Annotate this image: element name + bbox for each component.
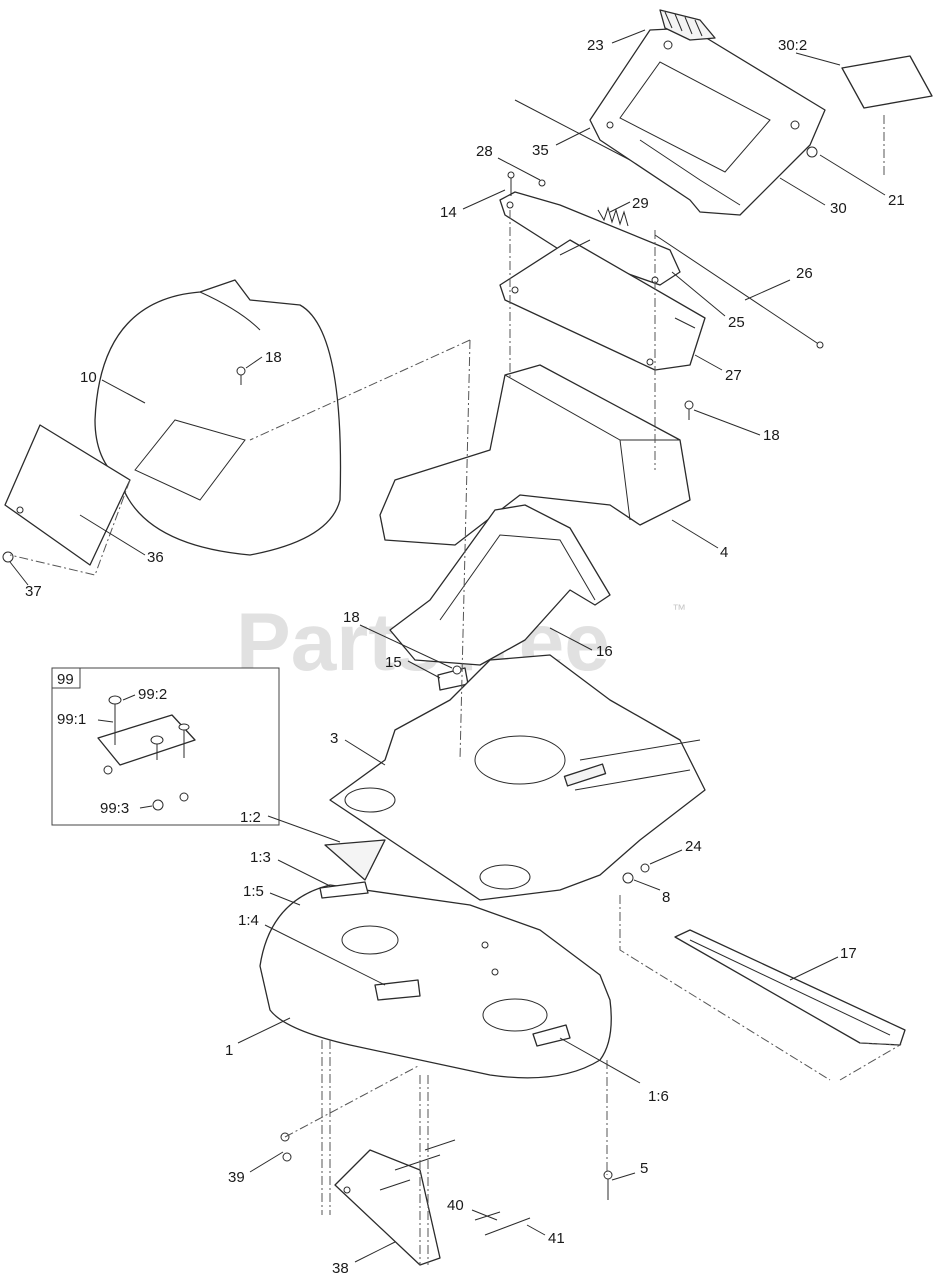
part-37-nut[interactable] — [2, 551, 14, 563]
callout-18-mid: 18 — [343, 609, 360, 626]
part-29-spring[interactable] — [597, 206, 629, 227]
callout-3: 3 — [330, 730, 338, 747]
callout-18-top: 18 — [265, 349, 282, 366]
callout-17: 17 — [840, 945, 857, 962]
callout-23: 23 — [587, 37, 604, 54]
part-26-rod[interactable] — [654, 234, 824, 349]
part-38-hardware — [379, 1139, 456, 1191]
part-3-chassis[interactable] — [329, 654, 706, 901]
part-10-rear-cover[interactable] — [94, 279, 342, 556]
callout-38: 38 — [332, 1260, 349, 1277]
callout-41: 41 — [548, 1230, 565, 1247]
part-1-deck[interactable] — [259, 884, 612, 1079]
part-18-bolt-top[interactable] — [236, 366, 246, 385]
part-16-frame[interactable] — [389, 504, 611, 666]
callout-26: 26 — [796, 265, 813, 282]
callout-1: 1 — [225, 1042, 233, 1059]
part-30-control-panel[interactable] — [589, 9, 826, 216]
part-41-bolt[interactable] — [484, 1217, 531, 1236]
callout-25: 25 — [728, 314, 745, 331]
callout-4: 4 — [720, 544, 728, 561]
callout-10: 10 — [80, 369, 97, 386]
callout-30-2: 30:2 — [778, 37, 807, 54]
part-1-2-chute[interactable] — [324, 839, 386, 881]
callout-99-3: 99:3 — [100, 800, 129, 817]
callout-18-right: 18 — [763, 427, 780, 444]
callout-39: 39 — [228, 1169, 245, 1186]
part-1-3-decal[interactable] — [319, 881, 369, 899]
part-18-bolt-right[interactable] — [684, 400, 694, 420]
part-30-2-decal[interactable] — [841, 55, 933, 109]
callout-37: 37 — [25, 583, 42, 600]
callout-36: 36 — [147, 549, 164, 566]
part-8-nut[interactable] — [622, 872, 634, 884]
callout-1-6: 1:6 — [648, 1088, 669, 1105]
part-15-clip[interactable] — [437, 665, 469, 691]
part-28-nut[interactable] — [538, 179, 546, 187]
assembly-lines — [9, 115, 902, 1265]
callout-35: 35 — [532, 142, 549, 159]
callout-1-5: 1:5 — [243, 883, 264, 900]
callout-5: 5 — [640, 1160, 648, 1177]
part-14-bolt[interactable] — [507, 171, 515, 196]
callout-16: 16 — [596, 643, 613, 660]
callout-labels: 23 30:2 35 28 14 29 30 21 26 25 27 10 18… — [25, 37, 905, 1277]
callout-99-1: 99:1 — [57, 711, 86, 728]
callout-15: 15 — [385, 654, 402, 671]
part-1-6-decal[interactable] — [532, 1024, 571, 1047]
part-21-screw[interactable] — [806, 146, 818, 158]
leader-lines — [9, 29, 886, 1263]
part-38-bracket[interactable] — [334, 1149, 441, 1266]
callout-27: 27 — [725, 367, 742, 384]
callout-99-2: 99:2 — [138, 686, 167, 703]
part-5-bolt[interactable] — [603, 1170, 613, 1200]
part-39-nut[interactable] — [280, 1132, 292, 1162]
part-4-console[interactable] — [379, 364, 691, 546]
inset-99: 99 — [51, 667, 280, 826]
callout-21: 21 — [888, 192, 905, 209]
callout-30: 30 — [830, 200, 847, 217]
callout-40: 40 — [447, 1197, 464, 1214]
inset-label: 99 — [57, 671, 74, 688]
part-17-rail[interactable] — [674, 929, 906, 1046]
part-35-rod[interactable] — [514, 99, 631, 161]
callout-1-2: 1:2 — [240, 809, 261, 826]
callout-14: 14 — [440, 204, 457, 221]
callout-28: 28 — [476, 143, 493, 160]
callout-24: 24 — [685, 838, 702, 855]
part-27-plate[interactable] — [499, 239, 706, 371]
part-24-bolt[interactable] — [640, 863, 650, 873]
callout-1-4: 1:4 — [238, 912, 259, 929]
watermark-trademark: ™ — [672, 601, 686, 617]
part-1-4-decal[interactable] — [374, 979, 421, 1001]
callout-29: 29 — [632, 195, 649, 212]
callout-8: 8 — [662, 889, 670, 906]
callout-1-3: 1:3 — [250, 849, 271, 866]
